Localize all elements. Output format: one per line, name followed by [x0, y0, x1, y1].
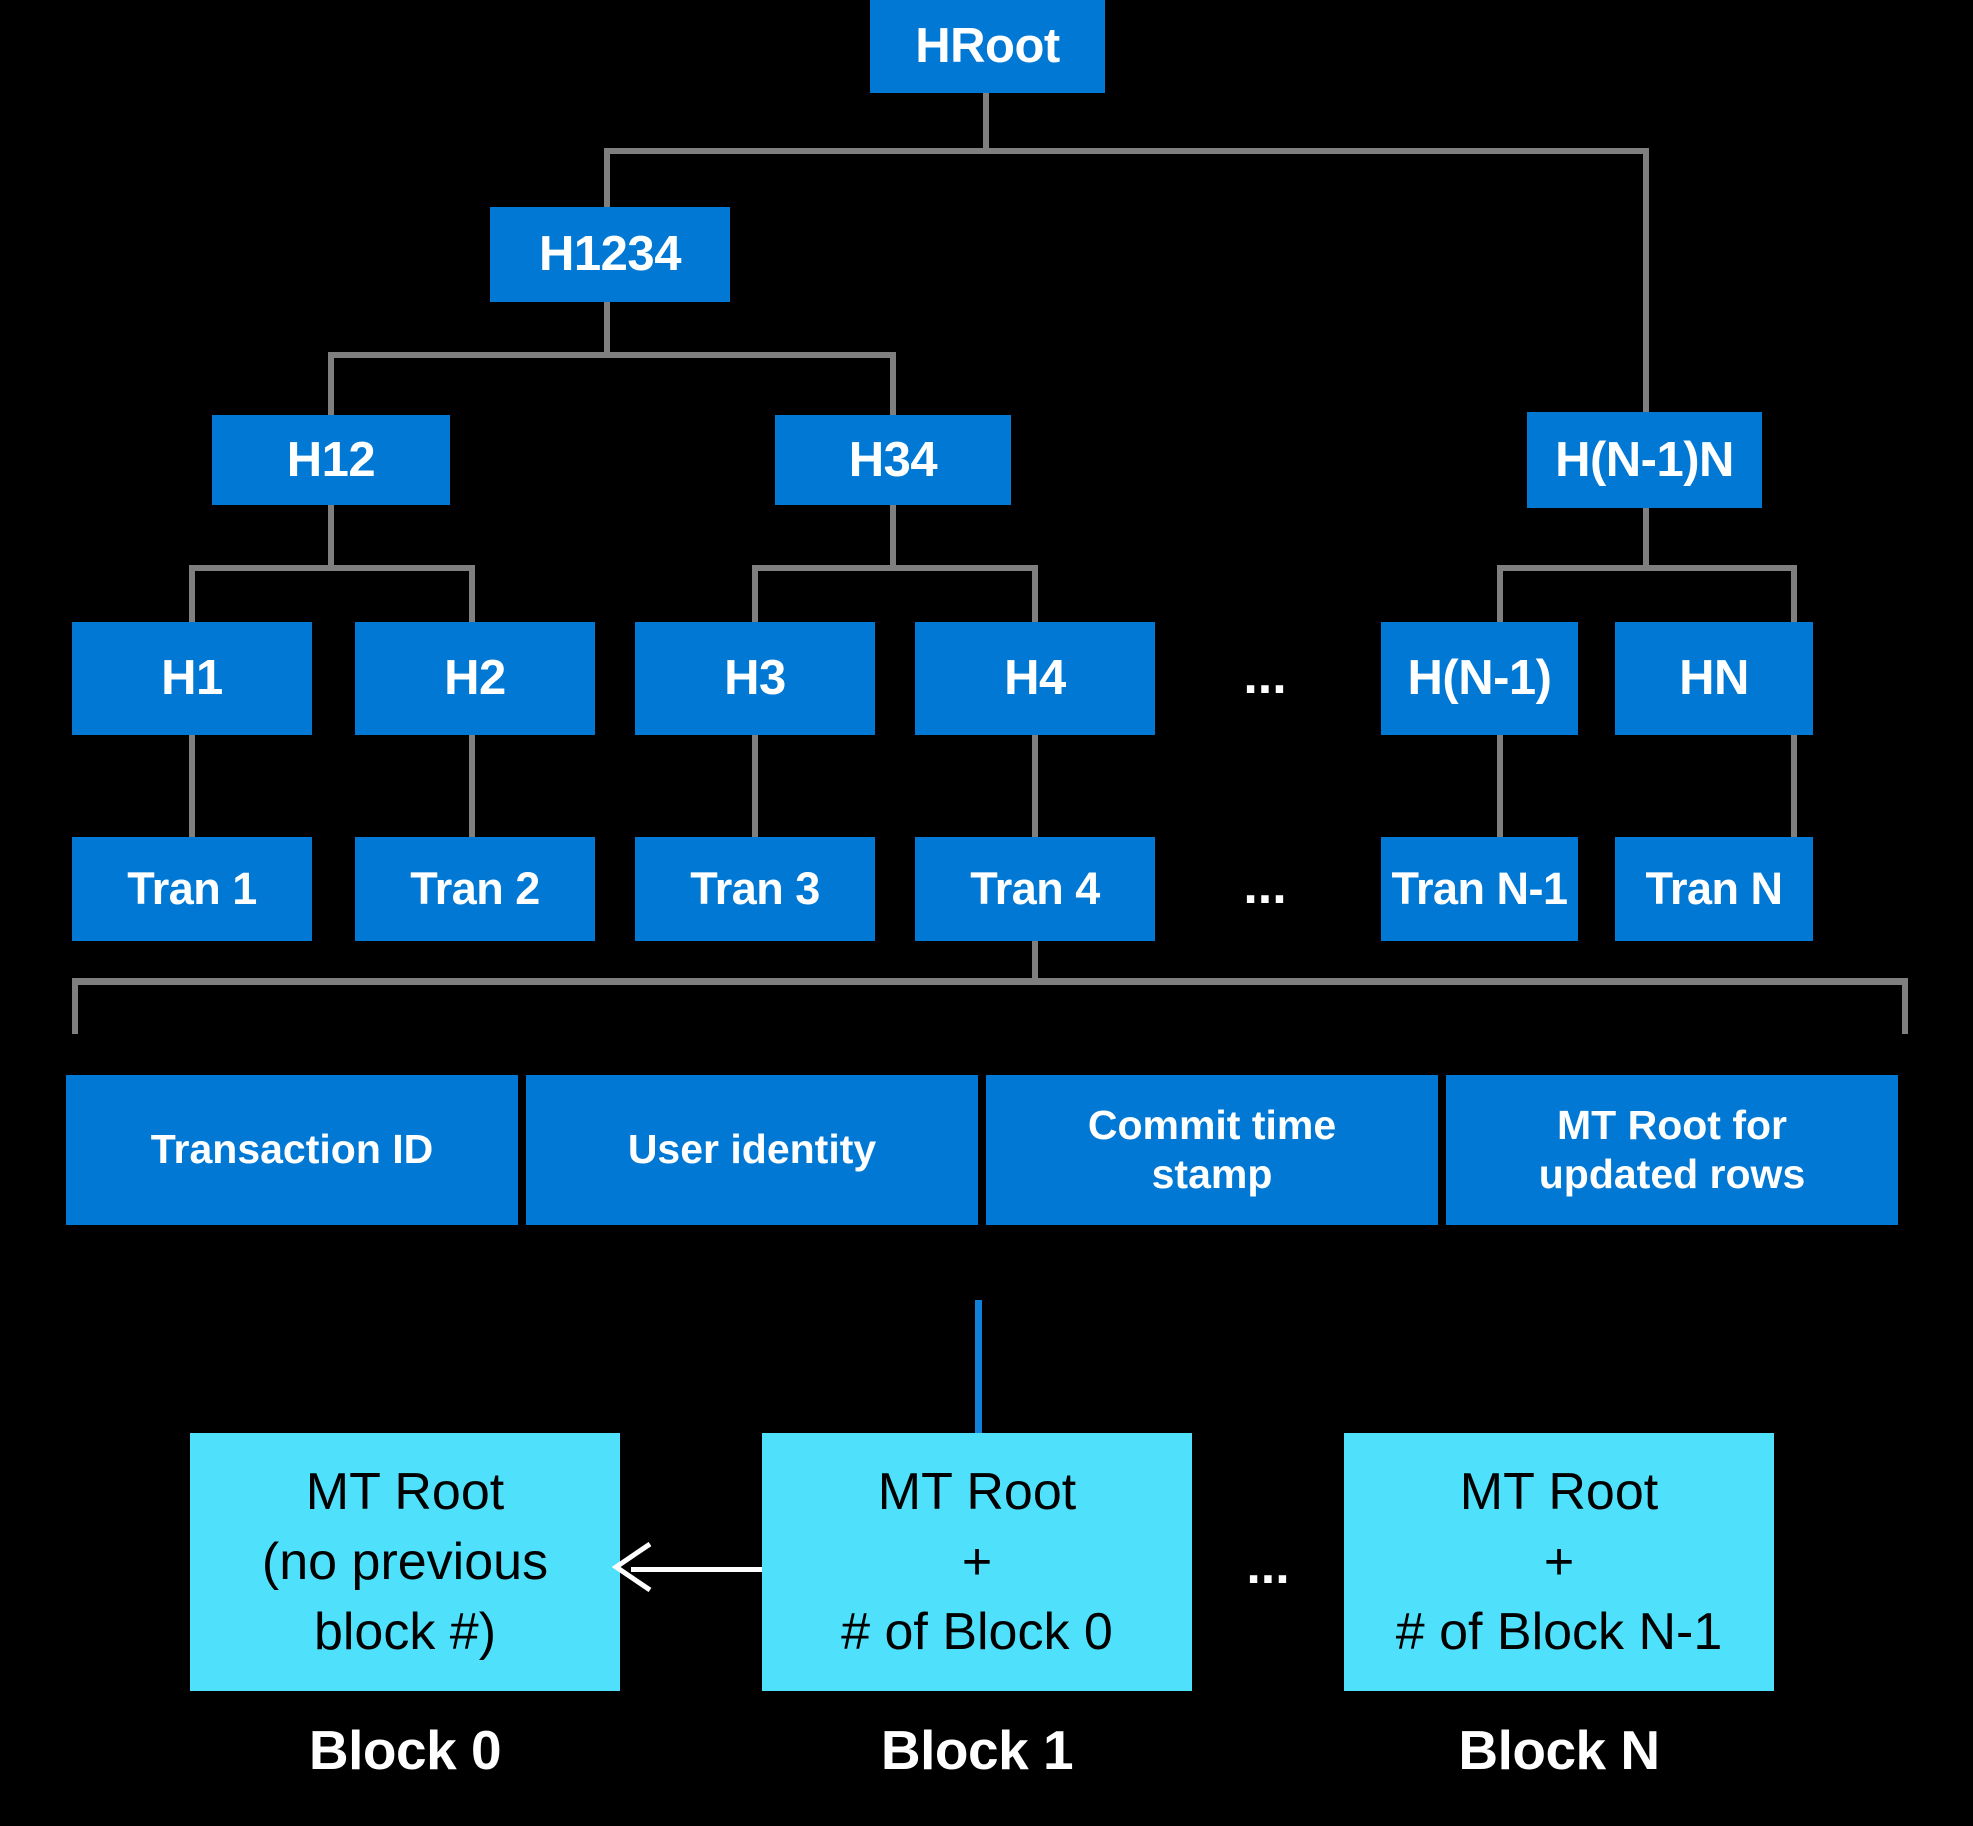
- node-h1234[interactable]: H1234: [490, 207, 730, 302]
- expansion-bracket-bar: [72, 978, 1908, 985]
- node-hroot[interactable]: HRoot: [870, 0, 1105, 93]
- connector-hn-1-trann-1: [1497, 735, 1503, 837]
- block-1-line-2: +: [961, 1532, 993, 1591]
- block-n-line-1: MT Root: [1459, 1462, 1659, 1521]
- transaction-row-ellipsis: ...: [1243, 857, 1287, 915]
- connector-to-h12: [328, 352, 334, 416]
- node-h4[interactable]: H4: [915, 622, 1155, 735]
- connector-h1234-stem: [604, 302, 610, 356]
- node-h3[interactable]: H3: [635, 622, 875, 735]
- block-0-line-1: MT Root: [305, 1462, 505, 1521]
- expansion-bracket-right: [1902, 978, 1908, 1034]
- block-0-caption: Block 0: [308, 1719, 502, 1781]
- connector-h1234-bus: [328, 352, 896, 358]
- expansion-bracket-left: [72, 978, 78, 1034]
- node-tran-3[interactable]: Tran 3: [635, 837, 875, 941]
- node-hn-1[interactable]: H(N-1): [1381, 622, 1578, 735]
- connector-to-h34: [890, 352, 896, 416]
- block-link-arrow-line: [631, 1567, 762, 1572]
- node-tran-4[interactable]: Tran 4: [915, 837, 1155, 941]
- node-tran-n-1[interactable]: Tran N-1: [1381, 837, 1578, 941]
- connector-tran4-to-bracket: [1032, 941, 1038, 985]
- connector-h4-tran4: [1032, 735, 1038, 837]
- node-tran-2[interactable]: Tran 2: [355, 837, 595, 941]
- connector-hroot-stem: [983, 93, 989, 150]
- block-1-line-3: # of Block 0: [841, 1603, 1113, 1662]
- hash-row-ellipsis: ...: [1243, 647, 1287, 705]
- block-n-line-2: +: [1543, 1532, 1575, 1591]
- block-0-line-3: block #): [313, 1603, 497, 1662]
- connector-h12-stem: [328, 505, 334, 570]
- blockchain-ellipsis: ...: [1246, 1537, 1290, 1595]
- block-0[interactable]: MT Root (no previous block #): [190, 1433, 620, 1691]
- node-hn1n[interactable]: H(N-1)N: [1527, 412, 1762, 508]
- connector-hn-trann: [1791, 735, 1797, 837]
- connector-to-hn-1: [1497, 565, 1503, 625]
- meta-cell-transaction-id[interactable]: Transaction ID: [66, 1075, 518, 1225]
- node-h12[interactable]: H12: [212, 415, 450, 505]
- connector-to-hn1n: [1643, 148, 1649, 414]
- node-h2[interactable]: H2: [355, 622, 595, 735]
- block-n[interactable]: MT Root + # of Block N-1: [1344, 1433, 1774, 1691]
- meta-cell-user-identity[interactable]: User identity: [526, 1075, 978, 1225]
- connector-h2-tran2: [469, 735, 475, 837]
- node-hn[interactable]: HN: [1615, 622, 1813, 735]
- node-h1[interactable]: H1: [72, 622, 312, 735]
- connector-to-h2: [469, 565, 475, 625]
- meta-cell-commit-time-stamp[interactable]: Commit time stamp: [986, 1075, 1438, 1225]
- connector-to-h1234: [604, 148, 610, 208]
- node-h34[interactable]: H34: [775, 415, 1011, 505]
- connector-hn1n-stem: [1643, 508, 1649, 570]
- connector-to-hn: [1791, 565, 1797, 625]
- connector-h12-bus: [189, 565, 475, 571]
- block-1-caption: Block 1: [880, 1719, 1074, 1781]
- connector-mtroot-to-block1: [975, 1300, 982, 1433]
- connector-h34-stem: [890, 505, 896, 570]
- block-1-line-1: MT Root: [877, 1462, 1077, 1521]
- connector-to-h4: [1032, 565, 1038, 625]
- block-n-line-3: # of Block N-1: [1395, 1603, 1723, 1662]
- connector-to-h1: [189, 565, 195, 625]
- meta-cell-mt-root-updated-rows[interactable]: MT Root for updated rows: [1446, 1075, 1898, 1225]
- connector-h3-tran3: [752, 735, 758, 837]
- connector-h1-tran1: [189, 735, 195, 837]
- node-tran-n[interactable]: Tran N: [1615, 837, 1813, 941]
- connector-hroot-bus: [604, 148, 1649, 154]
- block-n-caption: Block N: [1458, 1719, 1660, 1781]
- connector-to-h3: [752, 565, 758, 625]
- connector-h34-bus: [752, 565, 1038, 571]
- block-1[interactable]: MT Root + # of Block 0: [762, 1433, 1192, 1691]
- block-0-line-2: (no previous: [261, 1532, 549, 1591]
- node-tran-1[interactable]: Tran 1: [72, 837, 312, 941]
- connector-hn1n-bus: [1497, 565, 1797, 571]
